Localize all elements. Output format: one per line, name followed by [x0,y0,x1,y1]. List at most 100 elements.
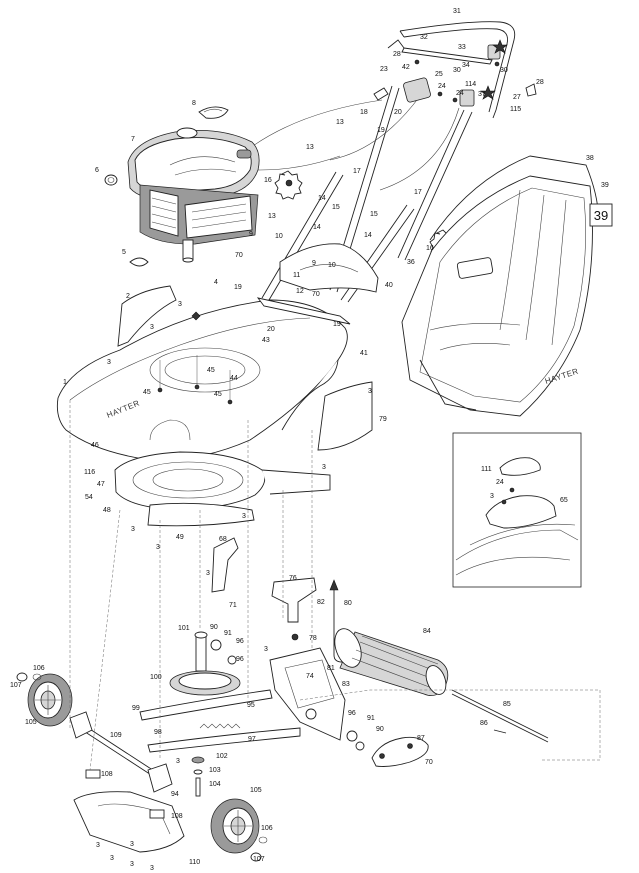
part-callout: 3 [176,758,180,765]
part-callout: 3 [156,544,160,551]
rear-wheel [210,798,260,854]
part-callout: 45 [207,367,215,374]
inset-detail-panel [452,432,582,588]
blade-housing [114,451,331,797]
part-callout: 110 [189,859,200,866]
throttle-lever [403,77,431,103]
part-callout: 18 [360,109,368,116]
part-callout: 8 [192,100,196,107]
part-callout: 3 [178,301,182,308]
part-callout: 107 [253,856,265,863]
part-callout: 14 [318,195,326,202]
handle-knob-upper [274,170,303,200]
part-callout: 111 [481,466,492,473]
part-callout: 83 [342,681,350,688]
part-callout: 28 [536,79,544,86]
part-callout: 105 [250,787,262,794]
part-callout: 106 [261,825,273,832]
part-callout: 32 [420,34,428,41]
part-callout: 90 [210,624,218,631]
part-callout: 3 [368,388,372,395]
part-callout: 10 [275,233,283,240]
part-callout: 70 [312,291,320,298]
part-callout: 24 [456,90,464,97]
assembly-guide-lines [69,400,460,771]
mower-deck [56,243,379,499]
part-callout: 91 [367,715,375,722]
inset-cap [499,457,541,476]
part-callout: 3 [242,513,246,520]
part-callout: 12 [296,288,304,295]
part-callout: 14 [313,224,321,231]
part-callout: 11 [293,272,300,279]
part-callout: 9 [312,260,316,267]
front-axle-wheels [16,672,268,862]
part-callout: 3 [131,526,135,533]
part-callout: 3 [130,841,134,848]
part-callout: 101 [178,625,190,632]
part-callout: 44 [230,375,238,382]
part-callout: 3 [107,359,111,366]
part-callout: 48 [103,507,111,514]
part-callout: 24 [496,479,504,486]
part-callout: 37 [478,91,486,98]
part-callout: 24 [438,83,446,90]
part-callout: 99 [132,705,140,712]
oil-cap [104,174,118,186]
part-callout: 40 [385,282,393,289]
part-callout: 104 [209,781,221,788]
part-callout: 74 [306,673,314,680]
part-callout: 3 [150,865,154,872]
star-marker-upper [492,39,508,54]
part-callout: 27 [513,94,521,101]
part-callout: 13 [336,119,344,126]
part-callout: 30 [453,67,461,74]
part-callout: 23 [380,66,388,73]
part-callout: 43 [262,337,270,344]
control-lever-clip [459,89,475,107]
part-callout: 116 [84,469,95,476]
star-marker-lower [480,85,496,100]
part-callout: 115 [510,106,521,113]
part-callout: 33 [458,44,466,51]
part-callout: 34 [462,62,470,69]
part-callout: 102 [216,753,228,760]
page-number: 39 [594,208,608,223]
part-callout: 20 [394,109,402,116]
grass-box [401,155,599,417]
rear-roller [334,628,449,697]
part-callout: 2 [126,293,130,300]
part-callout: 94 [171,791,179,798]
part-callout: 3 [206,570,210,577]
part-callout: 30 [500,67,508,74]
part-callout: 17 [353,168,361,175]
part-callout: 45 [214,391,222,398]
part-callout: 82 [317,599,325,606]
part-callout: 100 [150,674,162,681]
part-callout: 105 [25,719,37,726]
front-wheel [27,673,73,727]
part-callout: 3 [264,646,268,653]
part-callout: 3 [490,493,494,500]
part-callout: 86 [480,720,488,727]
part-callout: 3 [150,324,154,331]
part-callout: 70 [235,252,243,259]
part-callout: 16 [264,177,272,184]
part-callout: 96 [236,656,244,663]
part-callout: 3 [110,855,114,862]
gasket [198,106,229,119]
part-callout: 84 [423,628,431,635]
part-callout: 7 [131,136,135,143]
part-callout: 90 [376,726,384,733]
part-callout: 4 [214,279,218,286]
part-callout: 10 [328,262,336,269]
part-callout: 103 [209,767,221,774]
part-callout: 45 [143,389,151,396]
part-callout: 5 [122,249,126,256]
part-callout: 71 [229,602,237,609]
part-callout: 47 [97,481,105,488]
page-number-box [589,203,613,227]
part-callout: 68 [219,536,227,543]
part-callout: 97 [248,736,256,743]
part-callout: 14 [364,232,372,239]
